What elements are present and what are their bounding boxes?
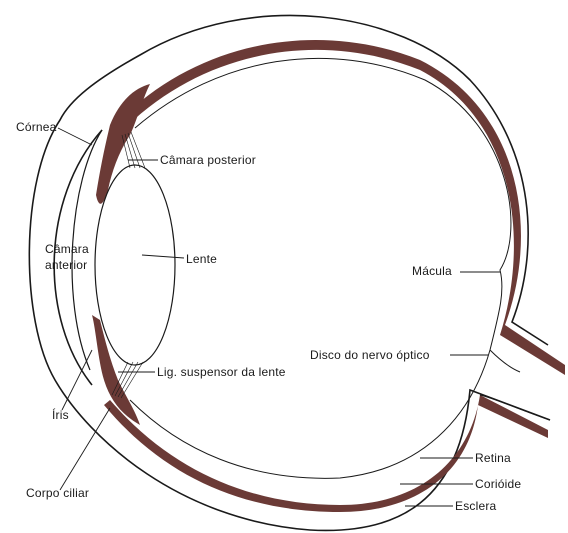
ciliary-body-upper	[96, 84, 150, 204]
label-camara-anterior-line2: anterior	[45, 258, 87, 272]
label-esclera: Esclera	[455, 499, 496, 513]
label-camara-anterior-line1: Câmara	[45, 242, 89, 256]
label-lig-suspensor: Lig. suspensor da lente	[157, 365, 286, 379]
label-retina: Retina	[475, 451, 511, 465]
label-corpo-ciliar: Corpo ciliar	[26, 486, 89, 500]
lens-shape	[95, 165, 175, 365]
leader-lines	[58, 128, 500, 506]
label-lente: Lente	[186, 252, 217, 266]
sclera-outer-outline	[29, 15, 550, 530]
label-corioide: Corióide	[475, 477, 521, 491]
choroid-band	[120, 40, 565, 375]
label-iris: Íris	[52, 408, 69, 422]
label-camara-posterior: Câmara posterior	[160, 153, 256, 167]
label-disco-nervo-optico: Disco do nervo óptico	[310, 348, 430, 362]
label-cornea: Córnea	[16, 120, 57, 134]
label-macula: Mácula	[412, 264, 452, 278]
retina-line	[130, 58, 511, 478]
